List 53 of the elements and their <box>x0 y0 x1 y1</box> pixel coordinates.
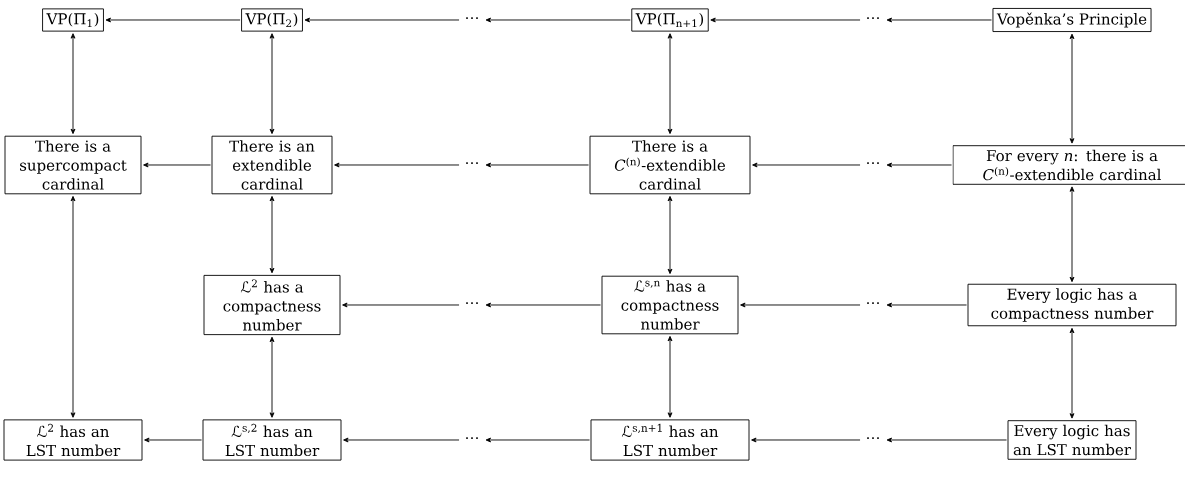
statement-box: ℒ$^{s,2}$ has an LST number <box>202 419 342 461</box>
statement-box: VP(Π$_{2}$) <box>241 8 303 32</box>
statement-box: Vopěnka’s Principle <box>992 8 1152 32</box>
double-arrow <box>70 195 76 418</box>
double-arrow <box>667 33 673 135</box>
double-arrow <box>269 195 275 274</box>
double-arrow <box>269 33 275 135</box>
statement-box: For every n: there is a C$^{(n)}$-extendible cardinal <box>952 145 1185 185</box>
arrow <box>740 302 861 308</box>
arrow <box>886 302 967 308</box>
arrow <box>304 17 460 23</box>
ellipsis: ⋯ <box>867 17 879 20</box>
statement-box: ℒ$^{2}$ has an LST number <box>3 419 143 461</box>
double-arrow <box>667 335 673 418</box>
double-arrow <box>1069 33 1075 144</box>
arrow <box>144 437 202 443</box>
arrow <box>343 437 460 443</box>
statement-box: VP(Π$_{1}$) <box>42 8 104 32</box>
ellipsis: ⋯ <box>466 162 478 165</box>
ellipsis: ⋯ <box>867 302 879 305</box>
double-arrow <box>1069 327 1075 419</box>
ellipsis: ⋯ <box>466 302 478 305</box>
statement-box: ℒ$^{s,n+1}$ has an LST number <box>590 419 750 461</box>
arrow <box>342 302 460 308</box>
arrow <box>751 437 861 443</box>
arrow <box>485 302 601 308</box>
statement-box: There is a supercompact cardinal <box>4 135 142 195</box>
arrow <box>105 17 241 23</box>
statement-box: ℒ$^{2}$ has a compactness number <box>203 274 341 336</box>
statement-box: There is an extendible cardinal <box>211 135 333 195</box>
arrow <box>886 17 992 23</box>
ellipsis: ⋯ <box>466 437 478 440</box>
double-arrow <box>667 195 673 275</box>
statement-box: ℒ$^{s,n}$ has a compactness number <box>601 275 739 335</box>
double-arrow <box>269 336 275 418</box>
arrow <box>886 162 952 168</box>
arrow <box>752 162 861 168</box>
statement-box: VP(Π$_{n+1}$) <box>631 8 709 32</box>
ellipsis: ⋯ <box>867 437 879 440</box>
arrow <box>334 162 460 168</box>
arrow <box>485 437 590 443</box>
arrow <box>143 162 211 168</box>
arrow <box>710 17 861 23</box>
ellipsis: ⋯ <box>466 17 478 20</box>
statement-box: Every logic has a compactness number <box>967 283 1177 327</box>
statement-box: There is a C$^{(n)}$-extendible cardinal <box>589 135 751 195</box>
double-arrow <box>70 33 76 135</box>
arrow <box>485 162 589 168</box>
statement-box: Every logic has an LST number <box>1007 420 1137 460</box>
arrow <box>886 437 1007 443</box>
double-arrow <box>1069 186 1075 283</box>
ellipsis: ⋯ <box>867 162 879 165</box>
arrow <box>485 17 631 23</box>
